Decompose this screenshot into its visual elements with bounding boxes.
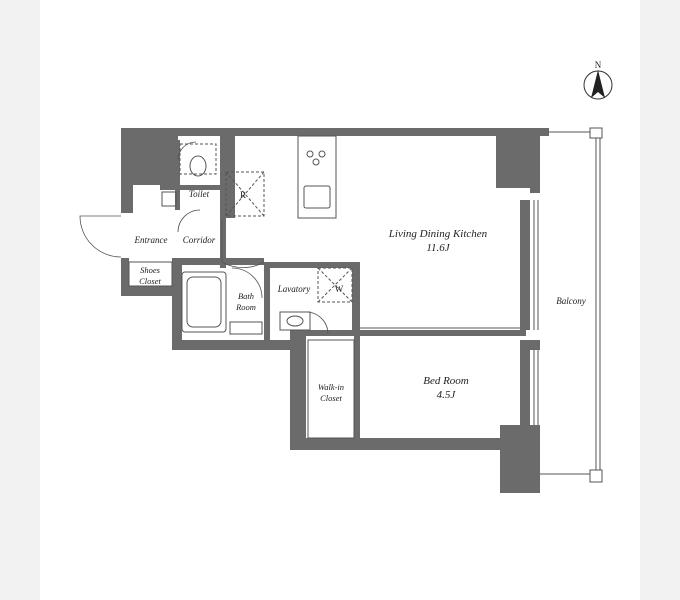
bedroom-label: Bed Room [423,375,469,387]
washer-label: W [335,284,344,294]
shoes-closet-label-2: Closet [139,276,161,286]
floor-plan-drawing: N Living Dining Kitchen 11.6J Bed Room 4… [79,60,613,493]
bedroom-size: 4.5J [437,389,457,401]
lavatory-label: Lavatory [277,284,311,294]
living-room-size: 11.6J [426,242,450,254]
bath-room-label-1: Bath [238,291,254,301]
entrance-label: Entrance [134,235,168,245]
walkin-closet-label-2: Closet [320,393,342,403]
fixture-outlines [128,127,603,483]
shoes-closet-label-1: Shoes [140,265,161,275]
toilet-label: Toilet [189,189,210,199]
living-room-label: Living Dining Kitchen [388,228,488,240]
refrigerator-label: R [240,190,246,200]
door-swings [79,141,329,335]
walkin-closet-label-1: Walk-in [318,382,344,392]
corridor-label: Corridor [183,235,216,245]
compass-letter: N [595,60,602,70]
bath-room-label-2: Room [235,302,256,312]
floor-plan-sheet: N Living Dining Kitchen 11.6J Bed Room 4… [40,0,640,600]
balcony-label: Balcony [556,296,586,306]
walls [121,128,549,493]
north-arrow-icon: N [583,60,613,100]
